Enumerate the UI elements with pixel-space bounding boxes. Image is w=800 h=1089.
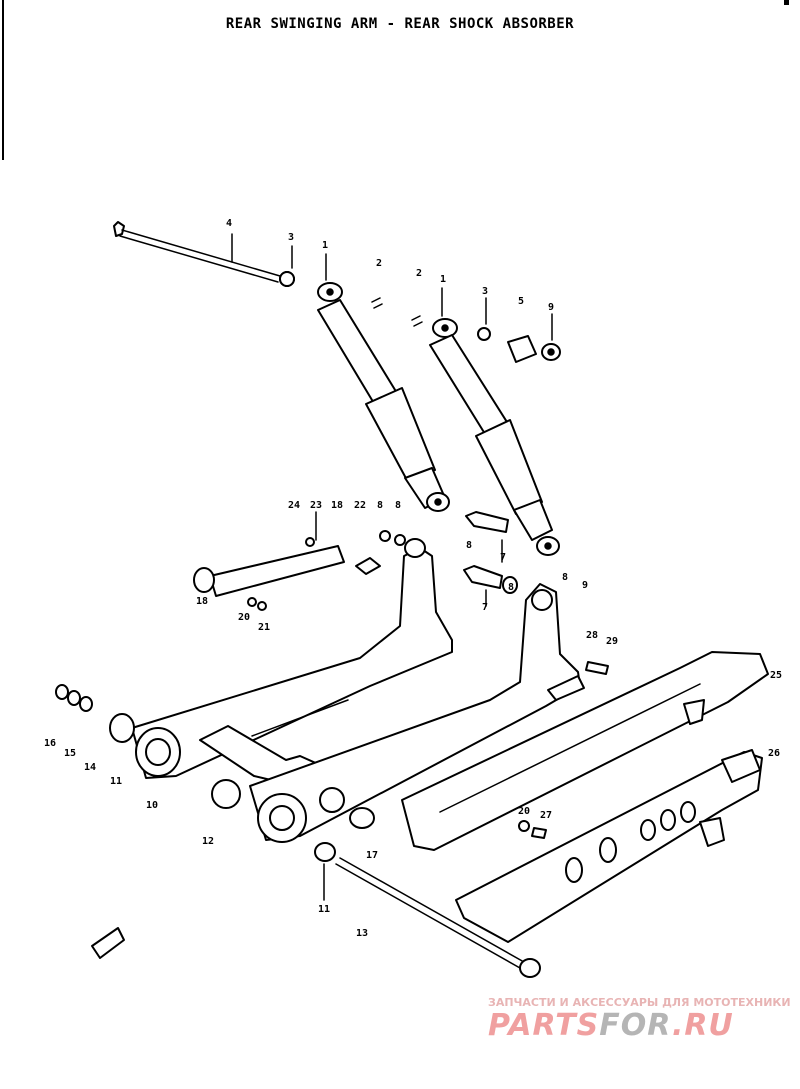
diagram-title: REAR SWINGING ARM - REAR SHOCK ABSORBER (225, 16, 575, 32)
callout-23: 23 (310, 500, 322, 511)
callout-17: 17 (366, 850, 378, 861)
callout-1: 1 (440, 274, 446, 285)
pivot-bushing-part-12[interactable] (211, 779, 241, 809)
callout-14: 14 (84, 762, 96, 773)
callout-11: 11 (110, 776, 122, 787)
callout-28: 28 (586, 630, 598, 641)
callout-1: 1 (322, 240, 328, 251)
callout-24: 24 (288, 500, 300, 511)
watermark-logo: PARTSFOR.RU (488, 1008, 734, 1043)
callout-8: 8 (508, 582, 514, 593)
callout-5: 5 (518, 296, 524, 307)
bolt-part-20-27[interactable] (518, 820, 547, 839)
pivot-washers-left[interactable] (55, 684, 135, 743)
callout-leader-lines (231, 233, 553, 901)
callout-3: 3 (482, 286, 488, 297)
callout-18: 18 (331, 500, 343, 511)
swinging-arm-right-side[interactable] (249, 583, 585, 843)
chain-case-part-25[interactable] (401, 651, 769, 851)
callout-12: 12 (202, 836, 214, 847)
watermark-logo-for: FOR (599, 1008, 672, 1043)
callout-2: 2 (376, 258, 382, 269)
watermark-logo-ru: .RU (671, 1008, 734, 1043)
callout-3: 3 (288, 232, 294, 243)
callout-9: 9 (548, 302, 554, 313)
watermark-logo-parts: PARTS (488, 1008, 600, 1043)
swinging-arm-left-side[interactable] (131, 538, 453, 779)
callout-18: 18 (196, 596, 208, 607)
shock-bolt-part-7-lower[interactable] (463, 565, 518, 594)
callout-10: 10 (146, 800, 158, 811)
callout-9: 9 (582, 580, 588, 591)
scan-edge-left (2, 0, 4, 160)
callout-21: 21 (258, 622, 270, 633)
callout-26: 26 (768, 748, 780, 759)
callout-4: 4 (226, 218, 232, 229)
washer-part-3-left[interactable] (279, 271, 295, 287)
callout-8: 8 (562, 572, 568, 583)
washer-part-2-left[interactable] (371, 297, 383, 309)
callout-20: 20 (518, 806, 530, 817)
washer-part-2-right[interactable] (411, 315, 423, 327)
callout-8: 8 (466, 540, 472, 551)
cap-part-5[interactable] (507, 335, 537, 363)
pivot-shaft-part-13[interactable] (314, 842, 541, 978)
callout-22: 22 (354, 500, 366, 511)
callout-7: 7 (482, 602, 488, 613)
callout-8: 8 (377, 500, 383, 511)
callout-13: 13 (356, 928, 368, 939)
callout-25: 25 (770, 670, 782, 681)
callout-numbers: 4 3 1 2 2 1 3 5 9 24 23 18 22 8 8 8 7 7 … (44, 218, 782, 939)
callout-27: 27 (540, 810, 552, 821)
shock-bolt-part-7-upper[interactable] (465, 511, 509, 533)
callout-20: 20 (238, 612, 250, 623)
front-direction-arrow-icon (91, 927, 125, 959)
bolt-part-28-29[interactable] (585, 661, 609, 675)
callout-8: 8 (395, 500, 401, 511)
washer-part-3-right[interactable] (477, 327, 491, 341)
callout-15: 15 (64, 748, 76, 759)
callout-7: 7 (500, 552, 506, 563)
chain-guard-part-26[interactable] (455, 749, 763, 943)
callout-2: 2 (416, 268, 422, 279)
left-shock-absorber-part-1[interactable] (317, 282, 450, 512)
scan-edge-mark (784, 0, 789, 5)
callout-16: 16 (44, 738, 56, 749)
nut-part-9[interactable] (541, 343, 561, 361)
right-shock-absorber-part-1[interactable] (429, 318, 560, 556)
callout-29: 29 (606, 636, 618, 647)
callout-11: 11 (318, 904, 330, 915)
watermark-tagline: ЗАПЧАСТИ И АКСЕССУАРЫ ДЛЯ МОТОТЕХНИКИ (488, 996, 791, 1009)
swinging-arm-cross-tube[interactable] (199, 699, 349, 785)
pivot-bushing-right[interactable] (319, 787, 375, 829)
upper-bolt-part-4[interactable] (113, 221, 295, 287)
torque-rod-assembly[interactable] (193, 530, 406, 611)
